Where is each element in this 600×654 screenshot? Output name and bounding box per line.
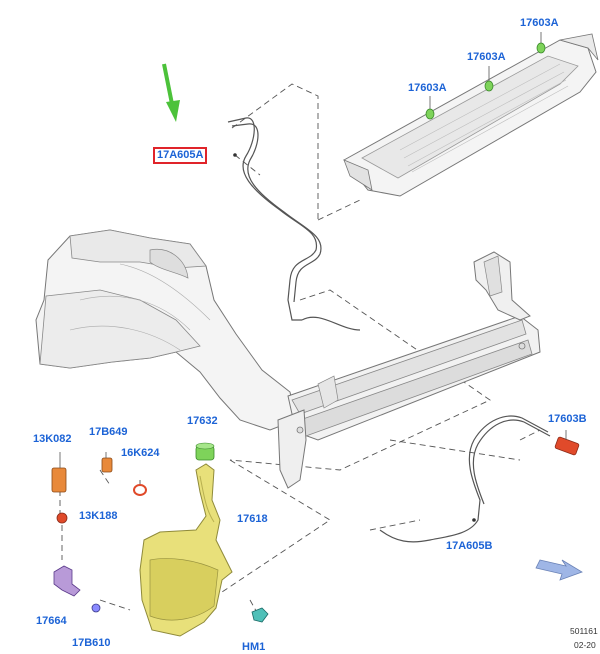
reference-date: 02-20 [574,640,596,650]
label-filler-neck: 17618 [237,513,268,525]
cowl-clips [425,32,546,120]
label-filler-cap: 17632 [187,415,218,427]
label-nozzle: 17603B [548,413,587,425]
label-pump-seal: 13K188 [79,510,118,522]
inner-fender [35,229,297,431]
washer-hose-lower [379,415,551,543]
label-hose-upper: 17A605A [153,147,208,164]
label-nut: HM1 [242,641,266,653]
leader-lines [59,83,541,619]
washer-reservoir [139,442,233,637]
bumper-beam [277,251,541,489]
pump-components [51,452,269,623]
label-cowl-clip-1: 17603A [520,17,559,29]
label-pump-grommet: 17B610 [72,637,111,649]
label-cowl-clip-2: 17603A [467,51,506,63]
reference-code: 501161 [570,626,598,636]
view-direction-arrow [535,559,583,581]
label-washer-pump: 17664 [36,615,67,627]
washer-nozzle [554,430,580,456]
label-grommet: 17B649 [89,426,128,438]
label-level-sensor: 16K624 [121,447,160,459]
label-pump-connector: 13K082 [33,433,72,445]
washer-hose-upper [227,117,361,331]
label-cowl-clip-3: 17603A [408,82,447,94]
indicator-arrow [162,63,180,122]
label-hose-lower: 17A605B [446,540,493,552]
cowl-panel [343,33,599,197]
